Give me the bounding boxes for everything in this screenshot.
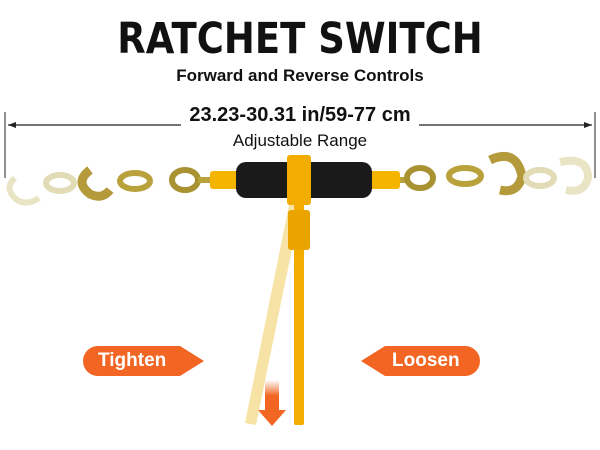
range-caption: Adjustable Range bbox=[232, 131, 368, 150]
ratchet-handle bbox=[294, 200, 304, 425]
loosen-label: Loosen bbox=[392, 350, 460, 371]
dimension-label: 23.23-30.31 in/59-77 cm bbox=[181, 104, 419, 126]
dimension-label-wrap: 23.23-30.31 in/59-77 cm bbox=[0, 104, 600, 127]
ratchet-gear bbox=[287, 155, 311, 205]
subtitle: Forward and Reverse Controls bbox=[176, 66, 424, 85]
chain-right bbox=[398, 152, 593, 196]
tighten-label: Tighten bbox=[98, 350, 167, 371]
ratchet-pawl bbox=[288, 210, 310, 250]
loosen-badge-shape bbox=[361, 346, 480, 376]
down-arrow-icon bbox=[258, 380, 286, 426]
chain-left bbox=[6, 166, 212, 206]
ghost-handle bbox=[245, 200, 302, 425]
tighten-badge-shape bbox=[83, 346, 204, 376]
page-title: RATCHET SWITCH bbox=[117, 14, 483, 64]
